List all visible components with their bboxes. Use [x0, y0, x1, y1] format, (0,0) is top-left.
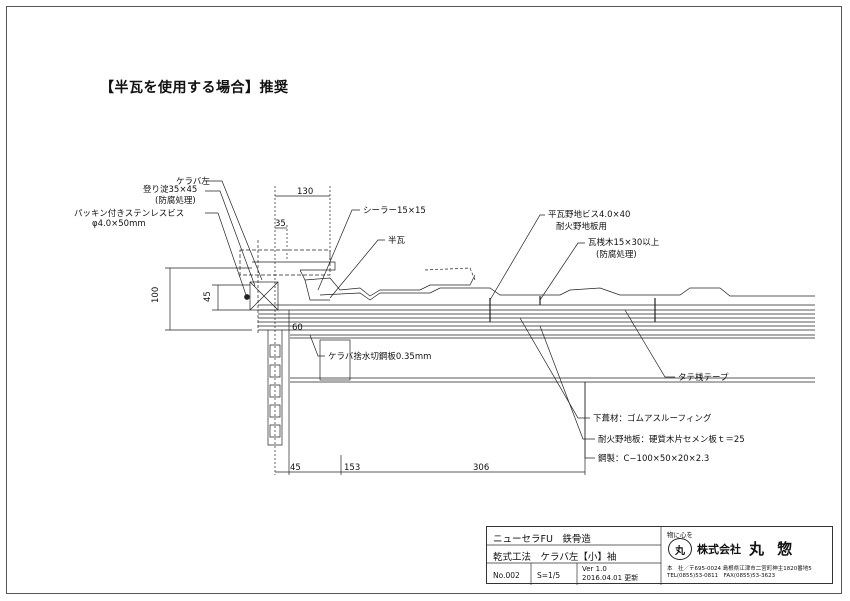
leader-hangawara [329, 239, 385, 299]
label-kawarasan: 瓦桟木15×30以上 [588, 237, 660, 248]
title-block: ニューセラFU 鉄骨造 乾式工法 ケラバ左【小】袖 No.002 S=1/5 V… [486, 526, 833, 585]
tile-overlap [424, 267, 476, 281]
company-logo: 丸 [668, 538, 692, 560]
nobori-yodo [249, 281, 279, 311]
version-info: Ver 1.0 2016.04.01 更新 [582, 565, 638, 583]
tile-profile [319, 287, 815, 301]
drawing-scale: S=1/5 [537, 571, 561, 580]
label-hiragawara: 平瓦野地ビス4.0×40 [548, 209, 630, 220]
tile-edge [299, 269, 476, 297]
label-packing: パッキン付きステンレスビス [74, 208, 184, 219]
kawara-top [252, 261, 336, 271]
label-keraba-mizu: ケラバ捨水切鋼板0.35mm [328, 351, 431, 362]
drawing-number: No.002 [493, 571, 520, 580]
company-address: 本 社／〒695-0024 島根県江津市二宮町神主1820番地5 TEL(085… [667, 566, 812, 580]
leader-keraba-mizu [309, 334, 325, 357]
leader-kawarasan [539, 242, 585, 301]
dim-label-60: 60 [292, 323, 303, 333]
dim-label-45: 45 [290, 463, 301, 473]
steel-purlin-top [290, 334, 815, 339]
company-motto: 物に心を [667, 531, 693, 539]
steel-purlin-bottom [290, 377, 815, 383]
label-phi: φ4.0×50mm [92, 219, 146, 229]
gable-wall [267, 330, 283, 446]
leader-hiragawara [489, 214, 545, 301]
nobori-yodo-cross2 [249, 281, 279, 311]
leader-taika [539, 325, 595, 440]
address-line1: 本 社／〒695-0024 島根県江津市二宮町神主1820番地5 [667, 566, 812, 572]
dim-label-130: 130 [297, 187, 313, 197]
label-taika-board: 耐火野地板：硬質木片セメン板ｔ＝25 [598, 434, 745, 445]
drawing-heading: 【半瓦を使用する場合】推奨 [100, 80, 289, 96]
leader-kerabasa [205, 180, 263, 281]
leader-tatesan [624, 309, 675, 378]
company-type: 株式会社 [697, 543, 741, 556]
label-taika-noji: 耐火野地板用 [556, 221, 607, 232]
title-line2: 乾式工法 ケラバ左【小】袖 [493, 552, 617, 563]
company-name: 丸 惣 [749, 540, 797, 558]
leader-sealer [317, 209, 360, 291]
address-line2: TEL(0855)53-0811 FAX(0855)53-3623 [667, 573, 776, 579]
sheet-frame [6, 6, 842, 594]
label-boufu2: (防腐処理) [596, 249, 637, 260]
label-noboriyodo: 登り淀35×45 [143, 184, 197, 195]
label-kouzai: 鋼製：C−100×50×20×2.3 [598, 453, 709, 464]
label-sealer: シーラー15×15 [363, 206, 426, 216]
label-boufu1: (防腐処理) [155, 195, 196, 206]
leader-noboriyodo [205, 190, 256, 287]
leader-kouzai [584, 382, 595, 459]
label-shitabuki: 下葺材：ゴムアスルーフィング [593, 413, 712, 424]
dim-label-35: 35 [275, 219, 286, 229]
dim-label-45v: 45 [203, 291, 213, 302]
version: Ver 1.0 [582, 565, 607, 573]
stainless-screw [244, 294, 250, 300]
half-tile [304, 279, 330, 301]
leader-packing [205, 212, 247, 296]
label-hangawara: 半瓦 [388, 235, 406, 246]
flashing-box [319, 339, 351, 381]
update-date: 2016.04.01 更新 [582, 574, 639, 582]
wall-panels [269, 344, 281, 438]
leader-shitabuki [519, 317, 590, 419]
label-tatesan: タテ桟テープ [678, 372, 729, 383]
dim-label-306: 306 [473, 463, 489, 473]
dim-label-100: 100 [151, 287, 161, 303]
title-line1: ニューセラFU 鉄骨造 [493, 534, 591, 545]
title-block-grid [487, 527, 662, 585]
label-kerabasa: ケラバ左 [176, 176, 210, 187]
kawara-outline [239, 249, 331, 276]
dim-label-153: 153 [344, 463, 360, 473]
